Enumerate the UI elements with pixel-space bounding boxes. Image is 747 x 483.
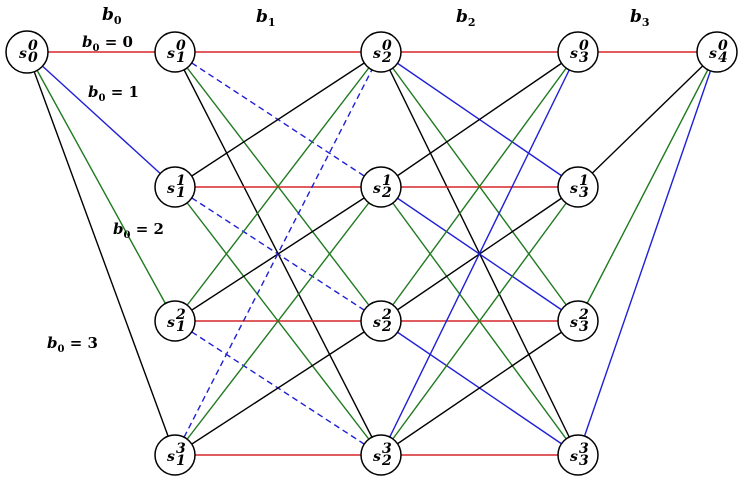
node-circle <box>360 300 402 342</box>
node-sub: 3 <box>579 185 589 201</box>
edge-s13-s20 <box>174 51 382 456</box>
branch-labels: b0 = 0 b0 = 1 b0 = 2 b0 = 3 <box>47 33 164 355</box>
node-circle <box>154 300 196 342</box>
edge-s23-s32 <box>380 320 579 456</box>
edge-s31-s40 <box>577 51 718 188</box>
node-label: s <box>570 449 578 465</box>
stage-label-b3: b3 <box>630 7 650 29</box>
edge-s22-s30 <box>380 51 579 322</box>
node-circle <box>557 166 599 208</box>
node-circle <box>360 166 402 208</box>
node-sub: 1 <box>176 50 186 66</box>
node-sup: 1 <box>579 173 589 189</box>
node-sup: 2 <box>381 307 392 323</box>
branch-label-1: b0 = 1 <box>88 83 139 104</box>
edge-s13-s21 <box>174 186 382 456</box>
node-sup: 1 <box>382 173 392 189</box>
node-label: s <box>373 46 381 62</box>
edge-s23-s30 <box>380 51 579 456</box>
stage-labels: b0 b1 b2 b3 <box>102 5 650 29</box>
node-sup: 1 <box>176 173 186 189</box>
node-sup: 0 <box>718 38 728 54</box>
edge-s23-s31 <box>380 186 579 456</box>
node-sup: 0 <box>28 38 38 54</box>
node-label: s <box>570 315 578 331</box>
node-sub: 2 <box>381 453 392 469</box>
node-sub: 1 <box>176 453 186 469</box>
node-circle <box>557 300 599 342</box>
edge-s11-s20 <box>174 51 382 188</box>
node-label: s <box>167 46 175 62</box>
node-circle <box>154 166 196 208</box>
edge-s32-s40 <box>577 51 718 322</box>
branch-label-2: b0 = 2 <box>113 220 164 241</box>
node-sub: 2 <box>381 50 392 66</box>
node-sup: 2 <box>578 307 589 323</box>
edge-s21-s30 <box>380 51 579 188</box>
node-label: s <box>570 181 578 197</box>
node-circle <box>696 31 738 73</box>
edges-layer <box>26 51 718 456</box>
node-circle <box>557 434 599 476</box>
node-label: s <box>373 449 381 465</box>
node-label: s <box>19 46 27 62</box>
node-sup: 0 <box>579 38 589 54</box>
node-sup: 0 <box>176 38 186 54</box>
edge-s12-s20 <box>174 51 382 322</box>
node-circle <box>154 31 196 73</box>
edge-s33-s40 <box>577 51 718 456</box>
node-circle <box>5 30 49 74</box>
edge-s00-s11 <box>26 51 176 188</box>
node-sub: 2 <box>381 319 392 335</box>
node-label: s <box>373 181 381 197</box>
node-label: s <box>167 181 175 197</box>
branch-label-3: b0 = 3 <box>47 334 98 355</box>
node-label: s <box>373 315 381 331</box>
node-label: s <box>167 449 175 465</box>
node-sub: 3 <box>579 319 589 335</box>
stage-label-b1: b1 <box>256 7 276 29</box>
node-label: s <box>167 315 175 331</box>
node-sub: 2 <box>381 185 392 201</box>
stage-label-b2: b2 <box>456 7 476 29</box>
node-circle <box>557 31 599 73</box>
node-circle <box>154 434 196 476</box>
node-sup: 3 <box>579 441 589 457</box>
node-circle <box>360 434 402 476</box>
node-sup: 3 <box>382 441 392 457</box>
node-sub: 1 <box>176 319 186 335</box>
edge-s00-s13 <box>26 51 176 456</box>
node-circle <box>360 31 402 73</box>
node-sub: 3 <box>579 50 589 66</box>
node-sup: 3 <box>176 441 186 457</box>
node-label: s <box>709 46 717 62</box>
stage-label-b0: b0 <box>102 5 122 27</box>
node-sup: 2 <box>175 307 186 323</box>
node-sub: 4 <box>718 50 728 66</box>
node-label: s <box>570 46 578 62</box>
node-sub: 0 <box>28 50 38 66</box>
edge-s00-s12 <box>26 51 176 322</box>
node-sub: 3 <box>579 453 589 469</box>
node-sup: 0 <box>382 38 392 54</box>
edge-s13-s22 <box>174 320 382 456</box>
node-sub: 1 <box>176 185 186 201</box>
branch-label-0: b0 = 0 <box>82 33 133 54</box>
